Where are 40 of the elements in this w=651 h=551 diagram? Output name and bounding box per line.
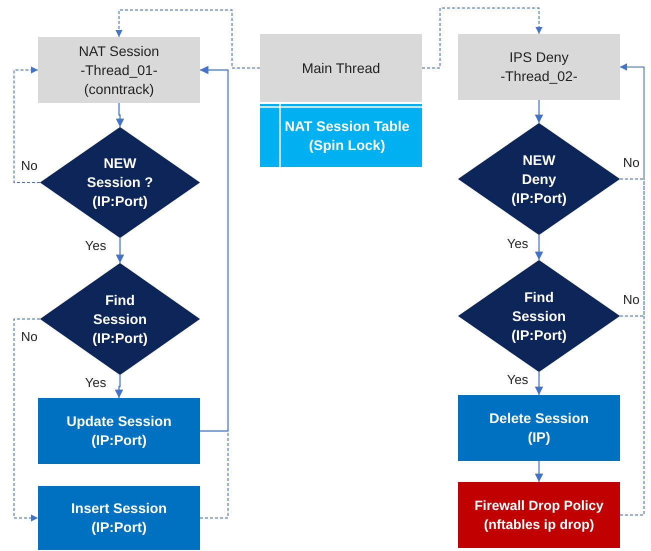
arrow xyxy=(116,238,124,263)
policy-box xyxy=(458,482,620,548)
arrow xyxy=(534,235,544,260)
decision-diamond xyxy=(458,260,620,372)
arrow xyxy=(534,100,544,123)
decision-text: Find Session (IP:Port) xyxy=(91,290,149,348)
node-text: Insert Session (IP:Port) xyxy=(70,499,168,537)
arrow xyxy=(422,8,542,68)
node-text: Firewall Drop Policy (nftables ip drop) xyxy=(473,497,605,534)
decision-text: NEW Deny (IP:Port) xyxy=(510,150,568,208)
arrow xyxy=(14,318,40,522)
process-box xyxy=(38,486,200,550)
process-box xyxy=(38,398,200,464)
arrow xyxy=(116,103,124,127)
table-box xyxy=(260,104,422,167)
arrow xyxy=(620,64,644,516)
decision-diamond xyxy=(458,123,620,235)
decision-diamond xyxy=(40,263,200,375)
decision-text: NEW Session ? (IP:Port) xyxy=(86,154,154,211)
arrow xyxy=(200,66,228,518)
thread-box xyxy=(260,34,422,102)
node-text: Main Thread xyxy=(302,58,380,78)
arrow xyxy=(200,66,229,432)
decision-diamond xyxy=(40,127,200,238)
arrow xyxy=(114,375,124,398)
arrow xyxy=(534,461,544,482)
arrow xyxy=(620,64,644,180)
process-box xyxy=(458,395,620,461)
arrow xyxy=(620,64,644,316)
thread-box xyxy=(38,37,200,103)
arrow xyxy=(116,10,260,68)
arrow xyxy=(534,372,544,395)
node-text: NAT Session -Thread_01- (conntrack) xyxy=(78,42,160,98)
node-text: Delete Session (IP) xyxy=(488,409,590,447)
node-text: Update Session (IP:Port) xyxy=(65,412,173,450)
node-text: NAT Session Table (Spin Lock) xyxy=(284,116,410,154)
decision-text: Find Session (IP:Port) xyxy=(510,288,568,344)
arrow xyxy=(14,66,40,183)
node-text: IPS Deny -Thread_02- xyxy=(499,48,579,86)
thread-box xyxy=(458,34,620,100)
